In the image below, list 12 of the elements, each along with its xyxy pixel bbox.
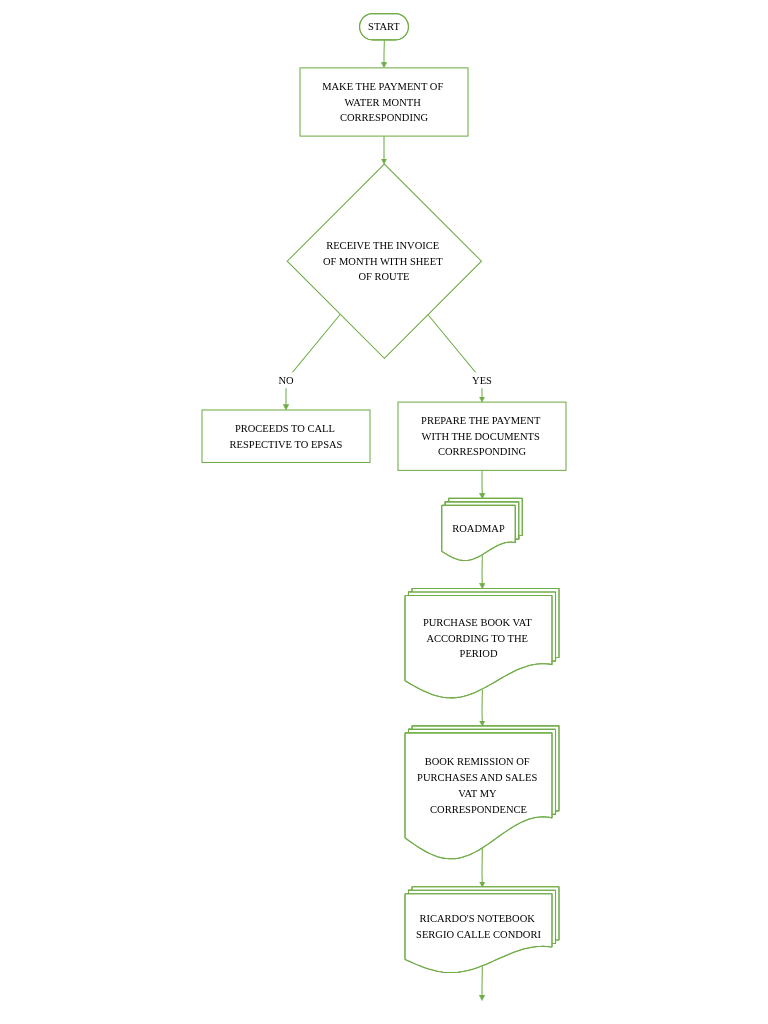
node-diamond: RECEIVE THE INVOICE OF MONTH WITH SHEET OF ROUTE xyxy=(286,163,483,360)
arrow xyxy=(380,39,388,69)
arrow xyxy=(282,313,341,411)
arrow xyxy=(380,135,388,165)
node-box: PREPARE THE PAYMENT WITH THE DOCUMENTS CORRESPONDING xyxy=(397,401,567,471)
node-box: MAKE THE PAYMENT OF WATER MONTH CORRESPONDING xyxy=(299,67,469,137)
edge-label: YES xyxy=(472,374,492,386)
node-box: PROCEEDS TO CALL RESPECTIVE TO EPSAS xyxy=(201,409,371,463)
arrow xyxy=(478,965,486,1001)
arrow xyxy=(427,313,486,403)
arrow xyxy=(479,469,486,499)
edge-label: NO xyxy=(278,374,294,386)
